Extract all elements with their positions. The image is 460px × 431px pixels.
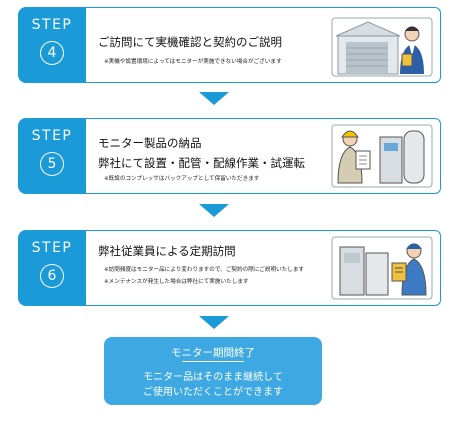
step-label: STEP xyxy=(31,128,73,144)
worker-with-checklist-and-compressors-icon xyxy=(331,124,433,188)
step-card: ご訪問にて実機確認と契約のご説明 ※実機や設置環境によってはモニターが実施できな… xyxy=(86,7,441,83)
step-note: ※訪問頻度はモニター品により変わりますので、ご契約の際にご説明いたします xyxy=(104,267,305,273)
down-arrow-icon xyxy=(199,204,229,217)
step-note: ※メンテナンスが発生した場合は弊社にて実施いたします xyxy=(104,279,249,285)
step-badge: STEP 4 xyxy=(18,7,86,83)
step-6: STEP 6 弊社従業員による定期訪問 ※訪問頻度はモニター品により変わりますの… xyxy=(18,230,442,306)
final-title: モニター期間終了 xyxy=(171,347,255,359)
final-divider xyxy=(182,361,244,362)
final-line: モニター品はそのまま継続して xyxy=(143,372,283,383)
step-label: STEP xyxy=(31,17,73,33)
step-number: 6 xyxy=(40,264,64,288)
step-card: 弊社従業員による定期訪問 ※訪問頻度はモニター品により変わりますので、ご契約の際… xyxy=(86,230,441,306)
step-5: STEP 5 モニター製品の納品 弊社にて設置・配管・配線作業・試運転 ※既設の… xyxy=(18,118,442,194)
step-badge: STEP 6 xyxy=(18,230,86,306)
monitor-period-end-box: モニター期間終了 モニター品はそのまま継続して ご使用いただくことができます xyxy=(104,337,322,405)
step-label: STEP xyxy=(31,240,73,256)
down-arrow-icon xyxy=(199,92,229,105)
step-title: ご訪問にて実機確認と契約のご説明 xyxy=(98,35,282,49)
step-4: STEP 4 ご訪問にて実機確認と契約のご説明 ※実機や設置環境によってはモニタ… xyxy=(18,7,442,83)
down-arrow-icon xyxy=(199,316,229,329)
step-card: モニター製品の納品 弊社にて設置・配管・配線作業・試運転 ※既設のコンプレッサは… xyxy=(86,118,441,194)
final-line: ご使用いただくことができます xyxy=(143,387,283,398)
step-number: 5 xyxy=(40,152,64,176)
staff-holding-clipboard-in-warehouse-icon xyxy=(331,17,433,77)
step-badge: STEP 5 xyxy=(18,118,86,194)
step-note: ※既設のコンプレッサはバックアップとして保留いただきます xyxy=(104,176,260,182)
step-title: 弊社従業員による定期訪問 xyxy=(98,244,236,258)
step-number: 4 xyxy=(40,41,64,65)
step-title: モニター製品の納品 xyxy=(98,136,202,150)
step-note: ※実機や設置環境によってはモニターが実施できない場合がございます xyxy=(104,59,282,65)
technician-inspecting-compressor-icon xyxy=(331,236,433,300)
step-title: 弊社にて設置・配管・配線作業・試運転 xyxy=(98,156,305,170)
